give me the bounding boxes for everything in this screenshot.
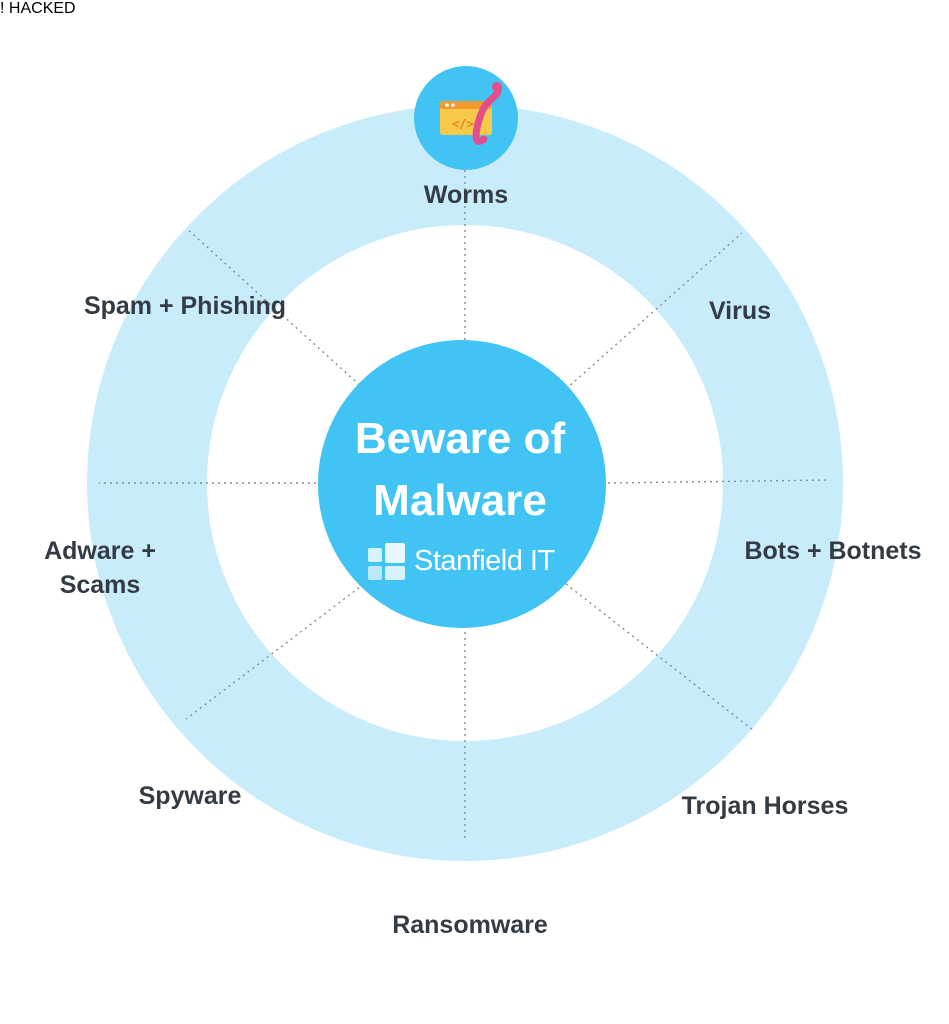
title-line-1: Beware of [354, 414, 566, 463]
label-spyware: Spyware [138, 782, 242, 810]
label-bots: Bots + Botnets [744, 537, 922, 565]
label-ransomware: Ransomware [392, 911, 548, 939]
svg-text:</>: </> [452, 117, 474, 131]
warning-envelope-icon: ! [0, 0, 5, 17]
worm-code-icon: </> [440, 82, 502, 145]
node-ransomware[interactable]: ! [0, 0, 9, 17]
title-line-2: Malware [373, 476, 547, 525]
connector-bots [607, 479, 831, 484]
node-adware[interactable]: HACKED [9, 0, 76, 17]
diagram-title: Beware of Malware [318, 408, 602, 532]
label-worms: Worms [423, 181, 509, 209]
brand-name: Stanfield IT [414, 544, 555, 577]
node-worms[interactable]: </> [414, 66, 518, 170]
brand-logo-icon [368, 543, 405, 580]
label-trojan: Trojan Horses [681, 792, 849, 820]
connector-lines [99, 160, 831, 842]
connector-spyware [185, 583, 365, 720]
hacked-screen-icon: HACKED [8, 0, 76, 17]
label-virus: Virus [708, 297, 772, 325]
brand: Stanfield IT [366, 538, 555, 584]
label-phishing: Spam + Phishing [83, 292, 287, 320]
label-adware: Adware + Scams [44, 537, 156, 599]
connector-phishing [185, 227, 365, 390]
